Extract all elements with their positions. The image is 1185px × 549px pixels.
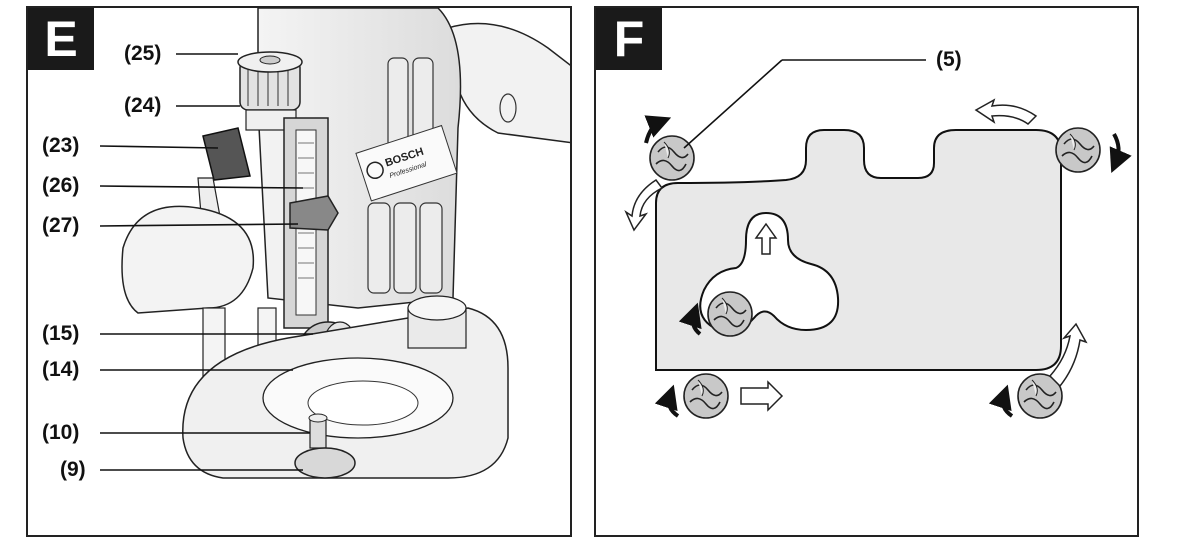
router-bit-icon bbox=[683, 373, 729, 419]
panel-e-letter: E bbox=[28, 8, 94, 70]
callout-15: (15) bbox=[42, 322, 80, 345]
brand-plate: BOSCH Professional bbox=[355, 124, 458, 202]
panel-f: F (5) bbox=[594, 6, 1139, 537]
lever-23 bbox=[202, 127, 251, 181]
scale-pointer-27 bbox=[289, 195, 339, 231]
router-bit-icon bbox=[707, 291, 753, 337]
callout-25: (25) bbox=[124, 42, 162, 65]
hollow-arrow-icon bbox=[624, 98, 1088, 412]
callout-24: (24) bbox=[124, 94, 162, 117]
routing-direction-diagram bbox=[624, 59, 1132, 419]
router-bit-icon bbox=[649, 135, 695, 181]
callout-9: (9) bbox=[60, 458, 86, 481]
workpiece bbox=[655, 129, 1062, 371]
callout-10: (10) bbox=[42, 421, 80, 444]
router-handle bbox=[447, 22, 570, 144]
panel-f-letter: F bbox=[596, 8, 662, 70]
wheel-9 bbox=[294, 447, 356, 479]
router-bit-icon bbox=[1055, 127, 1101, 173]
callout-5: (5) bbox=[936, 48, 962, 71]
left-grip bbox=[121, 205, 255, 314]
rotation-arrow-icon bbox=[644, 115, 1132, 418]
panel-e: BOSCH Professional bbox=[26, 6, 572, 537]
router-illustration: BOSCH Professional bbox=[99, 8, 570, 479]
callout-27: (27) bbox=[42, 214, 80, 237]
callout-14: (14) bbox=[42, 358, 80, 381]
callout-26: (26) bbox=[42, 174, 80, 197]
callout-23: (23) bbox=[42, 134, 80, 157]
